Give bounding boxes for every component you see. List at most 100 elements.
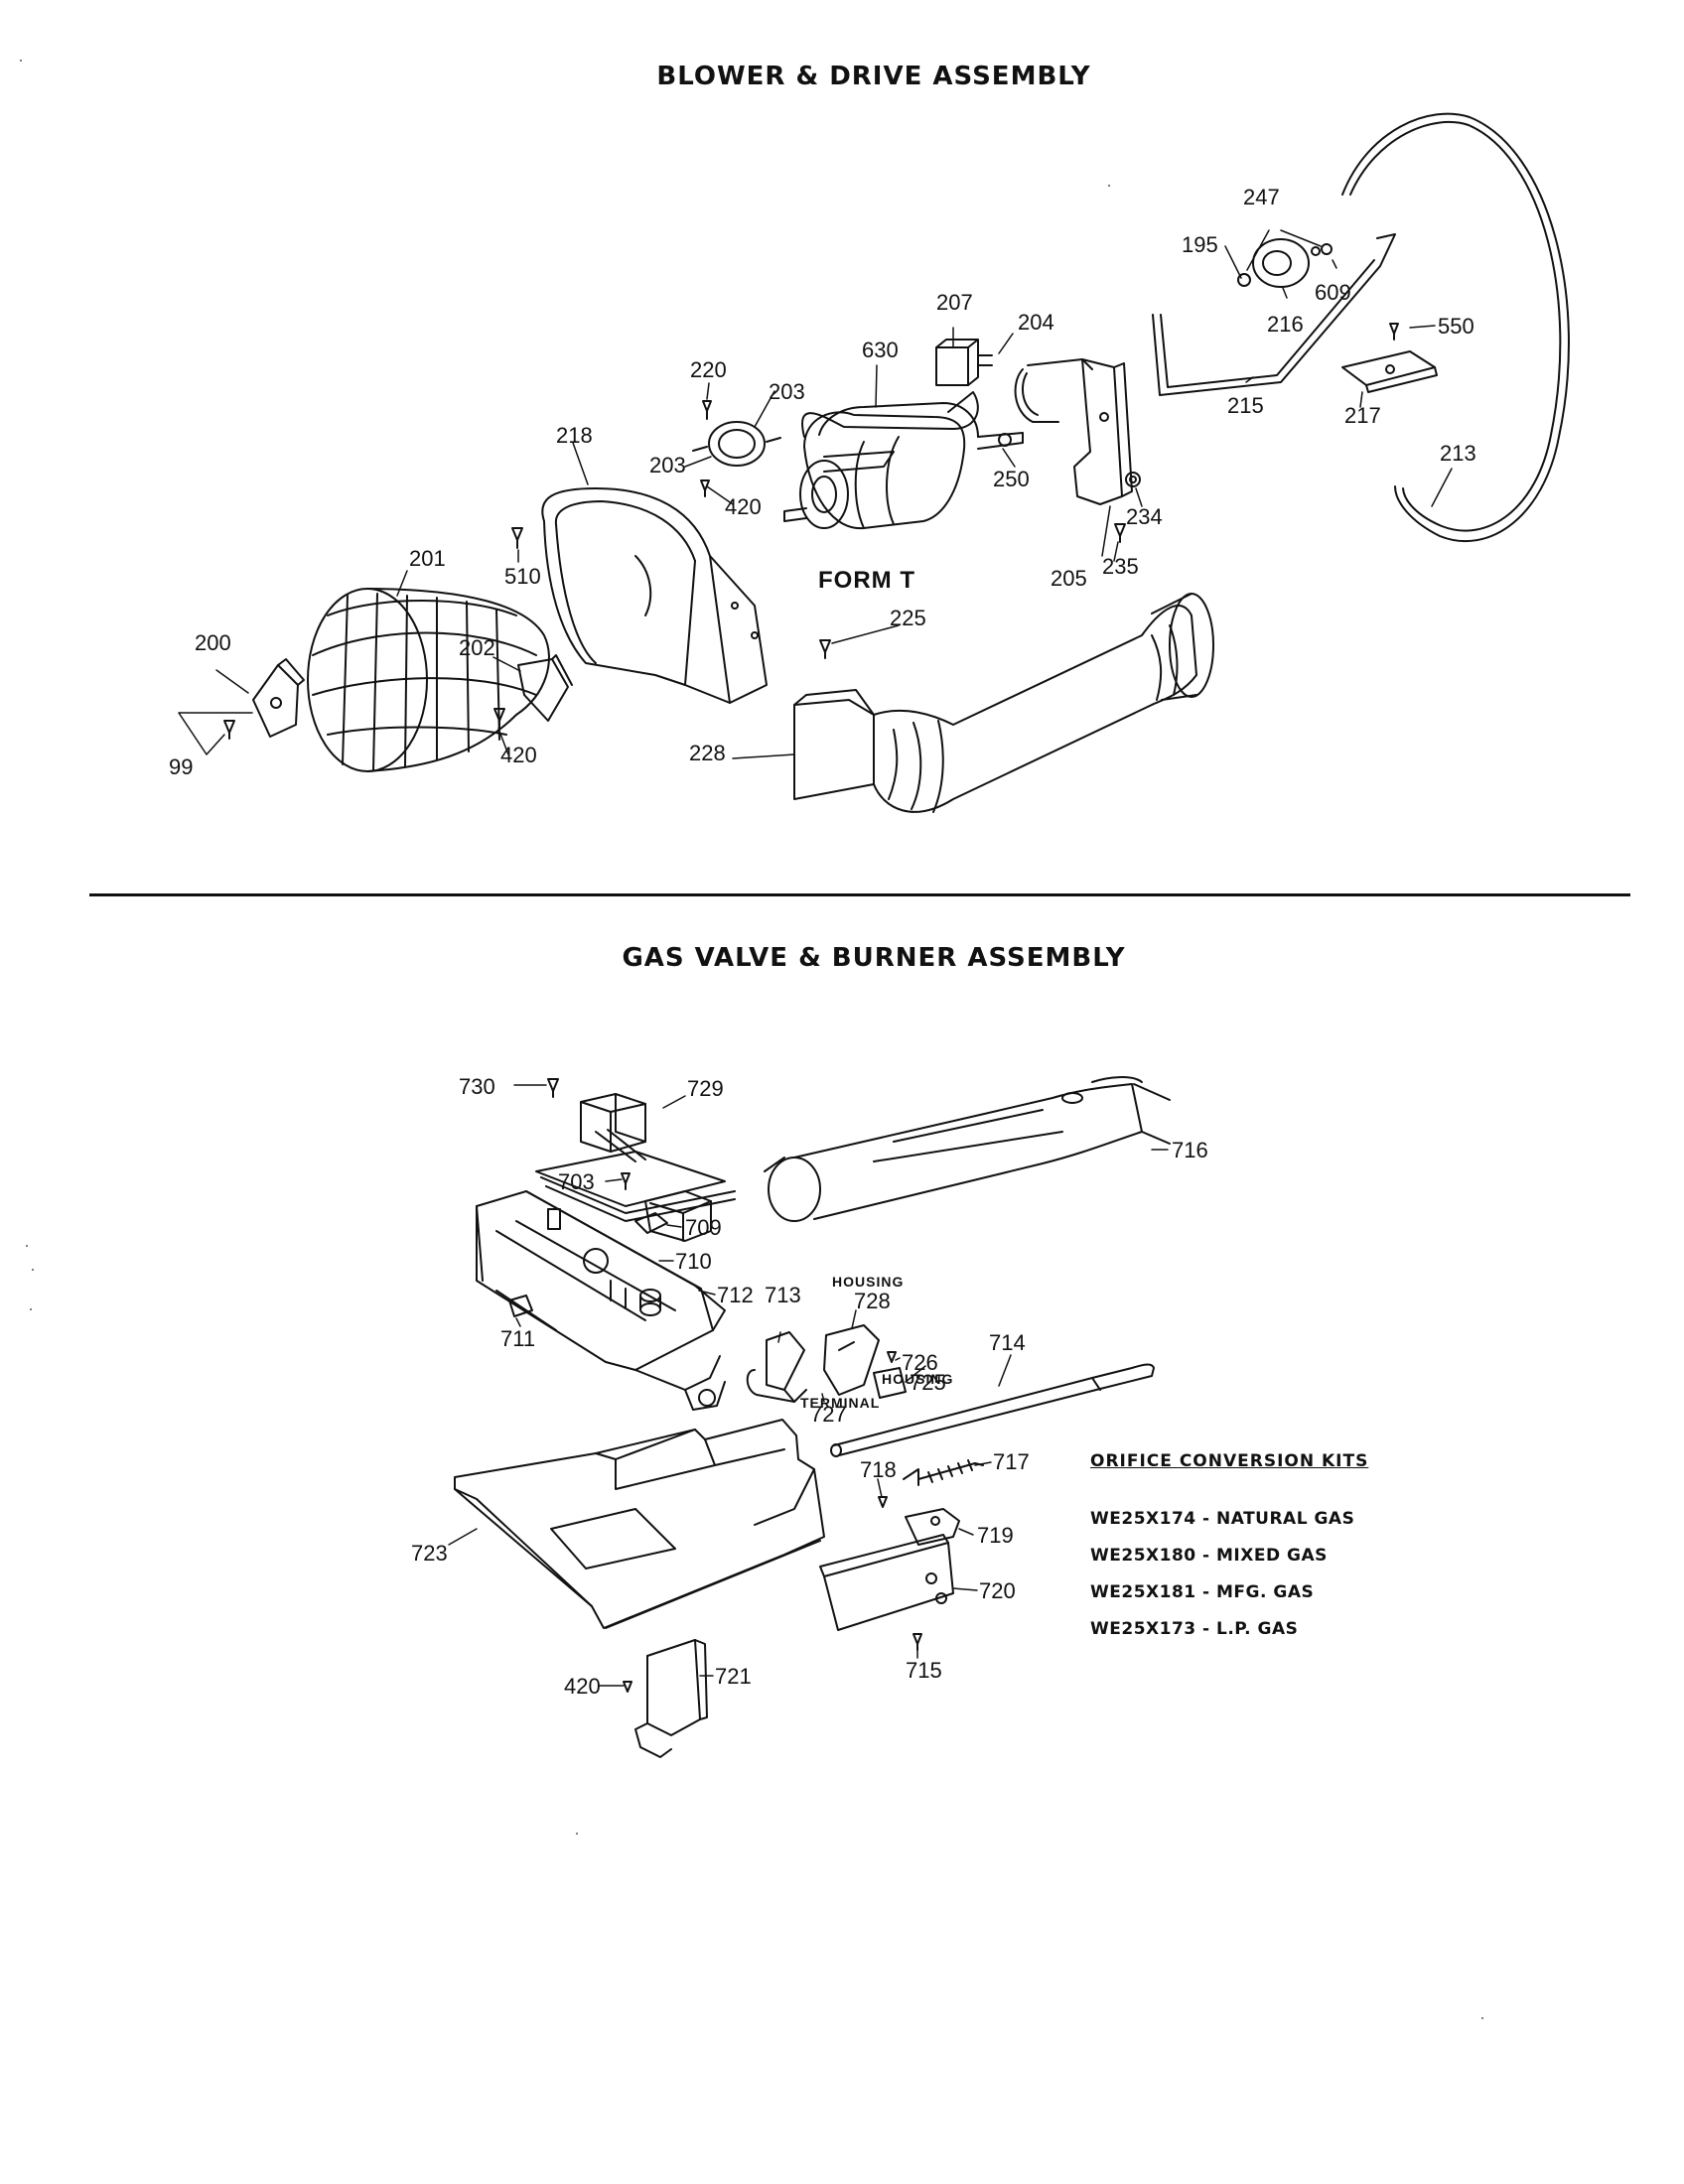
label-723: 723	[411, 1541, 448, 1566]
drive-motor-630	[783, 391, 1024, 530]
label-728: 728	[854, 1289, 891, 1313]
label-203a: 203	[769, 379, 805, 404]
screw-730	[547, 1078, 559, 1098]
label-220: 220	[690, 357, 727, 382]
kit-mfg-gas: WE25X181 - MFG. GAS	[1090, 1582, 1315, 1602]
motor-clamp-204	[1014, 358, 1093, 423]
label-712: 712	[717, 1283, 754, 1307]
label-207: 207	[936, 290, 973, 315]
idler-arm-215	[1152, 233, 1396, 396]
scan-speck	[30, 1308, 32, 1310]
label-709: 709	[685, 1215, 722, 1240]
screw-225	[819, 639, 831, 659]
drive-belt-213	[1341, 112, 1570, 542]
label-725: 725	[910, 1370, 946, 1395]
section-title-blower-drive: BLOWER & DRIVE ASSEMBLY	[656, 62, 1091, 91]
label-711: 711	[500, 1326, 535, 1351]
scan-speck	[1481, 2017, 1483, 2019]
label-247: 247	[1243, 185, 1280, 209]
bracket-721	[634, 1639, 708, 1758]
label-204: 204	[1018, 310, 1054, 335]
valve-fitting-711	[508, 1295, 533, 1317]
label-228: 228	[689, 741, 726, 765]
leader-lines-bottom	[448, 1084, 1169, 1687]
centrifugal-switch-207	[935, 339, 993, 386]
spring-717	[903, 1459, 984, 1486]
motor-bracket-205	[1073, 358, 1133, 505]
label-730: 730	[459, 1074, 495, 1099]
scan-speck	[576, 1833, 578, 1835]
label-235: 235	[1102, 554, 1139, 579]
label-420b: 420	[500, 743, 537, 767]
screw-420-bottom	[493, 708, 505, 730]
label-713: 713	[765, 1283, 801, 1307]
burner-base-723	[454, 1419, 825, 1629]
label-housing-728: HOUSING	[832, 1274, 904, 1290]
orifice-elbow-713	[746, 1331, 807, 1403]
screw-550	[1389, 323, 1399, 341]
scan-speck	[32, 1269, 34, 1271]
label-215: 215	[1227, 393, 1264, 418]
label-510: 510	[504, 564, 541, 589]
label-609: 609	[1315, 280, 1351, 305]
valve-fitting-709	[634, 1212, 668, 1234]
kit-natural-gas: WE25X174 - NATURAL GAS	[1090, 1509, 1355, 1529]
label-203b: 203	[649, 453, 686, 478]
label-721: 721	[715, 1664, 752, 1689]
nut-234	[1125, 472, 1141, 487]
label-716: 716	[1172, 1138, 1208, 1162]
burner-rod-714	[830, 1363, 1155, 1457]
label-718: 718	[860, 1457, 897, 1482]
exhaust-duct-228	[793, 593, 1214, 813]
scan-speck	[1108, 185, 1110, 187]
scan-speck	[26, 1245, 28, 1247]
label-717: 717	[993, 1449, 1030, 1474]
label-234: 234	[1126, 504, 1163, 529]
label-202: 202	[459, 635, 495, 660]
valve-fitting-710	[639, 1289, 661, 1316]
kit-lp-gas: WE25X173 - L.P. GAS	[1090, 1619, 1299, 1639]
scan-speck	[20, 60, 22, 62]
label-727: 727	[810, 1402, 847, 1427]
ignitor-725	[873, 1367, 907, 1399]
label-205: 205	[1051, 566, 1087, 591]
section-divider	[89, 893, 1630, 896]
screw-703	[621, 1172, 631, 1190]
screw-726	[887, 1351, 897, 1363]
label-99: 99	[169, 754, 193, 779]
label-420a: 420	[725, 494, 762, 519]
label-195: 195	[1182, 232, 1218, 257]
screw-99	[223, 720, 235, 740]
idler-pulley-216	[1237, 238, 1333, 288]
label-terminal: TERMINAL	[800, 1395, 880, 1411]
label-715: 715	[906, 1658, 942, 1683]
label-200: 200	[195, 630, 231, 655]
screw-220	[702, 400, 712, 420]
label-213: 213	[1440, 441, 1476, 466]
screw-420-valve	[623, 1681, 632, 1693]
label-710: 710	[675, 1249, 712, 1274]
kits-title: ORIFICE CONVERSION KITS	[1090, 1451, 1369, 1471]
kit-mixed-gas: WE25X180 - MIXED GAS	[1090, 1546, 1328, 1566]
label-housing-725: HOUSING	[882, 1371, 953, 1387]
label-714: 714	[989, 1330, 1026, 1355]
leader-lines-top	[178, 229, 1453, 759]
ignitor-housing-728	[823, 1324, 880, 1396]
blower-hub-200	[252, 658, 305, 738]
label-216: 216	[1267, 312, 1304, 337]
valve-coils-729	[535, 1093, 736, 1242]
motor-mount-203	[692, 421, 781, 467]
label-217: 217	[1344, 403, 1381, 428]
label-225: 225	[890, 606, 926, 630]
label-719: 719	[977, 1523, 1014, 1548]
label-218: 218	[556, 423, 593, 448]
screw-510	[511, 527, 523, 549]
label-form-t: FORM T	[818, 567, 915, 594]
screw-235	[1114, 523, 1126, 543]
label-630: 630	[862, 338, 899, 362]
screw-420-top	[700, 479, 710, 497]
label-726: 726	[902, 1350, 938, 1375]
orifice-conversion-kits: ORIFICE CONVERSION KITS WE25X174 - NATUR…	[1090, 1451, 1368, 1648]
blower-housing-218	[541, 487, 768, 704]
